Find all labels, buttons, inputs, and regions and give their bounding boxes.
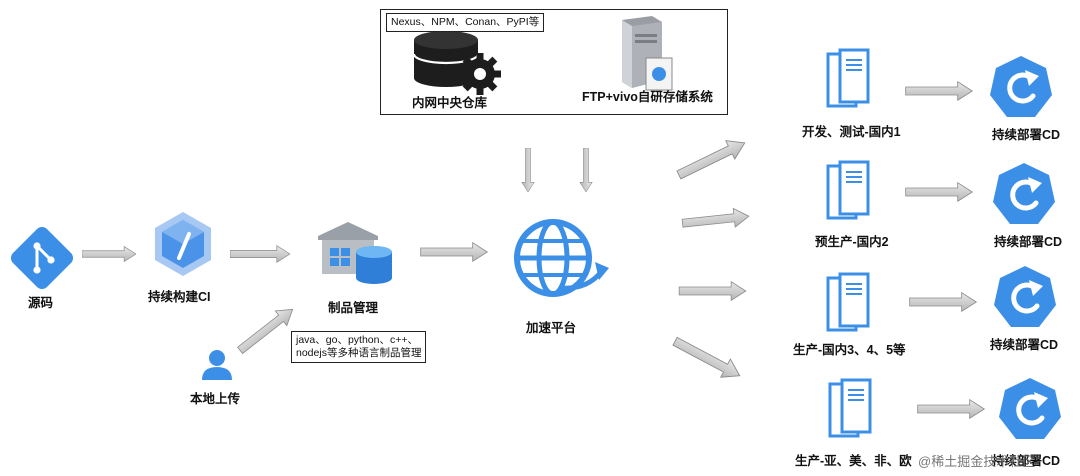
storage-server-icon: [622, 16, 673, 91]
cd-label-4: 持续部署CD: [992, 454, 1061, 468]
arrow-to-env-1: [673, 132, 751, 186]
ci-label: 持续构建CI: [148, 290, 211, 304]
cd-deploy-icon: [993, 163, 1055, 224]
arrow-to-env-3: [678, 281, 747, 301]
artifact-languages-note: java、go、python、c++、 nodejs等多种语言制品管理: [291, 331, 427, 363]
central-repo-group: [380, 9, 728, 115]
env-server-icon: [826, 160, 870, 220]
local-upload-label: 本地上传: [190, 392, 241, 406]
arrow-repo-down-2: [579, 148, 593, 192]
arrow-to-env-2: [680, 206, 751, 234]
arrow-ci-to-artifact: [230, 245, 290, 263]
env-server-icon: [826, 48, 870, 108]
globe-icon: [514, 219, 609, 297]
user-icon: [202, 350, 232, 380]
database-gear-icon: [412, 31, 501, 95]
env-label-4: 生产-亚、美、非、欧: [795, 454, 912, 468]
ci-hexagon-icon: [155, 212, 211, 276]
arrow-upload-to-artifact: [233, 301, 299, 359]
repo-tags-box: Nexus、NPM、Conan、PyPI等: [386, 13, 545, 32]
source-label: 源码: [28, 296, 54, 310]
accelerate-label: 加速平台: [526, 321, 577, 335]
arrow-artifact-to-accelerate: [420, 242, 488, 262]
arrow-env2-to-cd: [905, 182, 973, 202]
cd-deploy-icon: [994, 266, 1056, 327]
artifact-label: 制品管理: [328, 301, 379, 315]
env-server-icon: [828, 378, 872, 438]
cd-label-3: 持续部署CD: [990, 338, 1059, 352]
cd-deploy-icon: [999, 378, 1061, 439]
env-label-3: 生产-国内3、4、5等: [793, 343, 906, 357]
env-server-icon: [826, 272, 870, 332]
arrow-repo-down-1: [521, 148, 535, 192]
arrow-env1-to-cd: [905, 81, 973, 101]
cd-label-1: 持续部署CD: [992, 128, 1061, 142]
watermark: @稀土掘金技术社区: [918, 454, 1036, 469]
cd-deploy-icon: [990, 56, 1052, 117]
env-label-1: 开发、测试-国内1: [802, 125, 901, 139]
git-icon: [10, 226, 74, 290]
central-repo-label: 内网中央仓库: [412, 96, 488, 110]
storage-label: FTP+vivo自研存储系统: [582, 90, 713, 104]
artifact-warehouse-icon: [318, 222, 392, 284]
arrow-source-to-ci: [82, 246, 136, 262]
env-label-2: 预生产-国内2: [815, 235, 889, 249]
artifact-note-line-1: java、go、python、c++、: [296, 334, 418, 346]
arrow-env3-to-cd: [909, 292, 977, 312]
artifact-note-line-2: nodejs等多种语言制品管理: [296, 347, 422, 359]
arrow-to-env-4: [669, 331, 746, 386]
arrow-env4-to-cd: [917, 399, 985, 419]
cd-label-2: 持续部署CD: [994, 235, 1063, 249]
